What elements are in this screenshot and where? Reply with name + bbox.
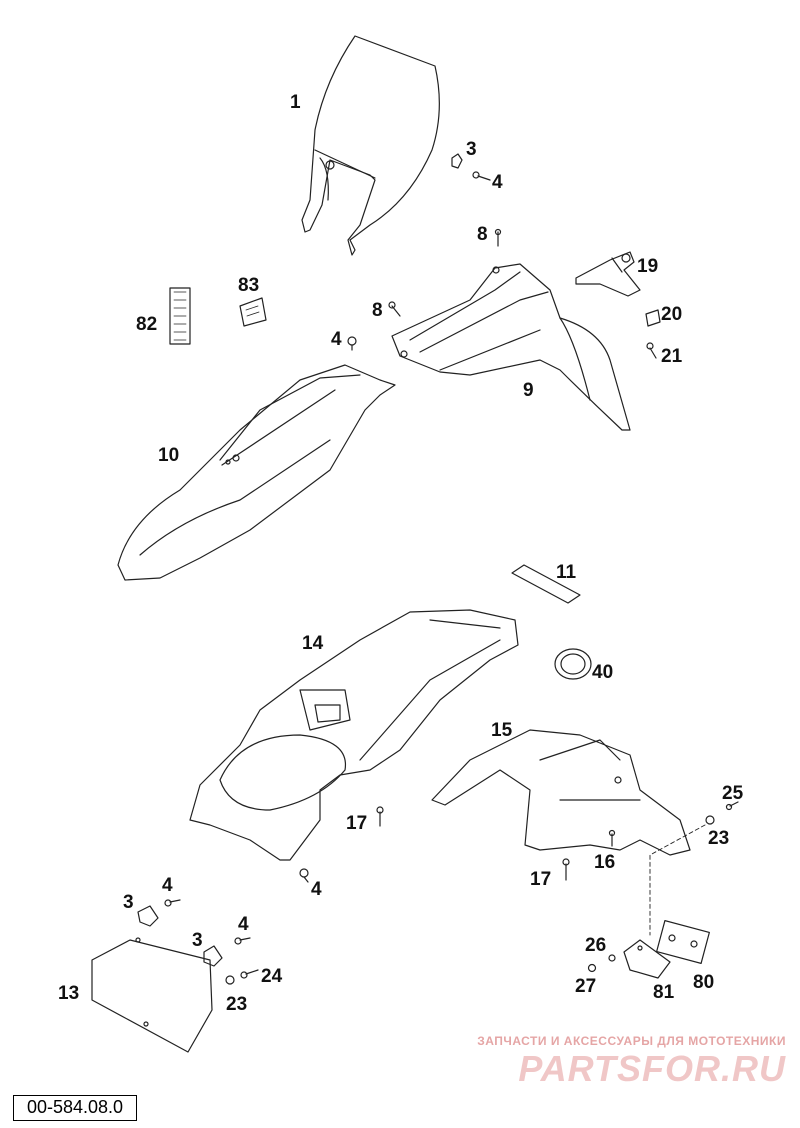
part-13-plate-holder (91, 937, 213, 1053)
part-17-bolt-right (562, 858, 570, 881)
callout-3: 3 (466, 139, 477, 160)
callout-23: 23 (708, 828, 729, 849)
part-4-screw-bottom-center (299, 868, 309, 883)
watermark-logo: PARTSFOR.RU (518, 1048, 786, 1089)
part-8-screw-top (494, 228, 502, 247)
callout-23b: 23 (226, 994, 247, 1015)
callout-9: 9 (523, 380, 534, 401)
part-4-screw-top (472, 171, 491, 181)
part-4-screw-mid (347, 336, 357, 351)
part-27-nut (587, 963, 597, 973)
callout-8b: 8 (372, 300, 383, 321)
callout-15: 15 (491, 720, 513, 741)
part-10-side-panel (117, 364, 396, 581)
part-1-headlight-mask (301, 35, 440, 256)
watermark-tagline: ЗАПЧАСТИ И АКСЕССУАРЫ ДЛЯ МОТОТЕХНИКИ (477, 1034, 786, 1048)
part-81-bracket (623, 939, 671, 979)
part-3-clip-top (451, 153, 463, 169)
part-24-bolt (240, 969, 259, 979)
part-4-screw-left (164, 899, 181, 907)
callout-24: 24 (261, 966, 283, 987)
callout-3c: 3 (192, 930, 203, 951)
callout-26: 26 (585, 935, 606, 956)
part-25-screw (725, 801, 739, 811)
callout-25: 25 (722, 783, 744, 804)
part-40-cap (554, 648, 592, 680)
reference-code: 00-584.08.0 (13, 1095, 137, 1121)
part-20-grommet (645, 309, 661, 327)
part-16-screw (608, 829, 616, 847)
part-3-clip-center (203, 945, 223, 967)
callout-40: 40 (592, 662, 613, 683)
callout-3b: 3 (123, 892, 134, 913)
callout-19: 19 (637, 256, 658, 277)
part-82-decal-strip (169, 287, 191, 345)
part-11-strip (511, 564, 581, 604)
part-15-front-fender (431, 729, 691, 856)
part-3-clip-left (137, 905, 159, 927)
callout-14: 14 (302, 633, 324, 654)
callout-4d: 4 (162, 875, 173, 896)
part-14-rear-fender (189, 609, 519, 861)
callout-labels: 1 3 4 8 19 83 82 8 4 20 21 9 10 11 14 40… (58, 92, 744, 1015)
callout-4c: 4 (311, 879, 322, 900)
callout-20: 20 (661, 304, 682, 325)
callout-4b: 4 (331, 329, 342, 350)
callout-1: 1 (290, 92, 301, 113)
assembly-dashed-line (649, 824, 706, 936)
part-9-airbox-cover (391, 263, 631, 431)
part-21-bolt (646, 342, 657, 359)
callout-4e: 4 (238, 914, 249, 935)
callout-11: 11 (556, 562, 577, 583)
part-23-washer-right (705, 815, 715, 825)
part-19-bracket (575, 251, 641, 297)
callout-80: 80 (693, 972, 714, 993)
callout-17b: 17 (530, 869, 551, 890)
part-23-washer-left (225, 975, 235, 985)
part-83-label (239, 297, 267, 327)
callout-17: 17 (346, 813, 367, 834)
part-8-screw-mid (388, 301, 401, 317)
part-4-screw-center (234, 937, 251, 945)
callout-83: 83 (238, 275, 259, 296)
callout-81: 81 (653, 982, 675, 1003)
callout-10: 10 (158, 445, 179, 466)
callout-16: 16 (594, 852, 615, 873)
callout-4: 4 (492, 172, 503, 193)
part-17-bolt-center (376, 806, 384, 827)
part-26-washer (608, 954, 616, 962)
callout-13: 13 (58, 983, 79, 1004)
callout-21: 21 (661, 346, 683, 367)
callout-27: 27 (575, 976, 596, 997)
part-80-tail-light (656, 919, 710, 965)
callout-82: 82 (136, 314, 157, 335)
callout-8: 8 (477, 224, 488, 245)
